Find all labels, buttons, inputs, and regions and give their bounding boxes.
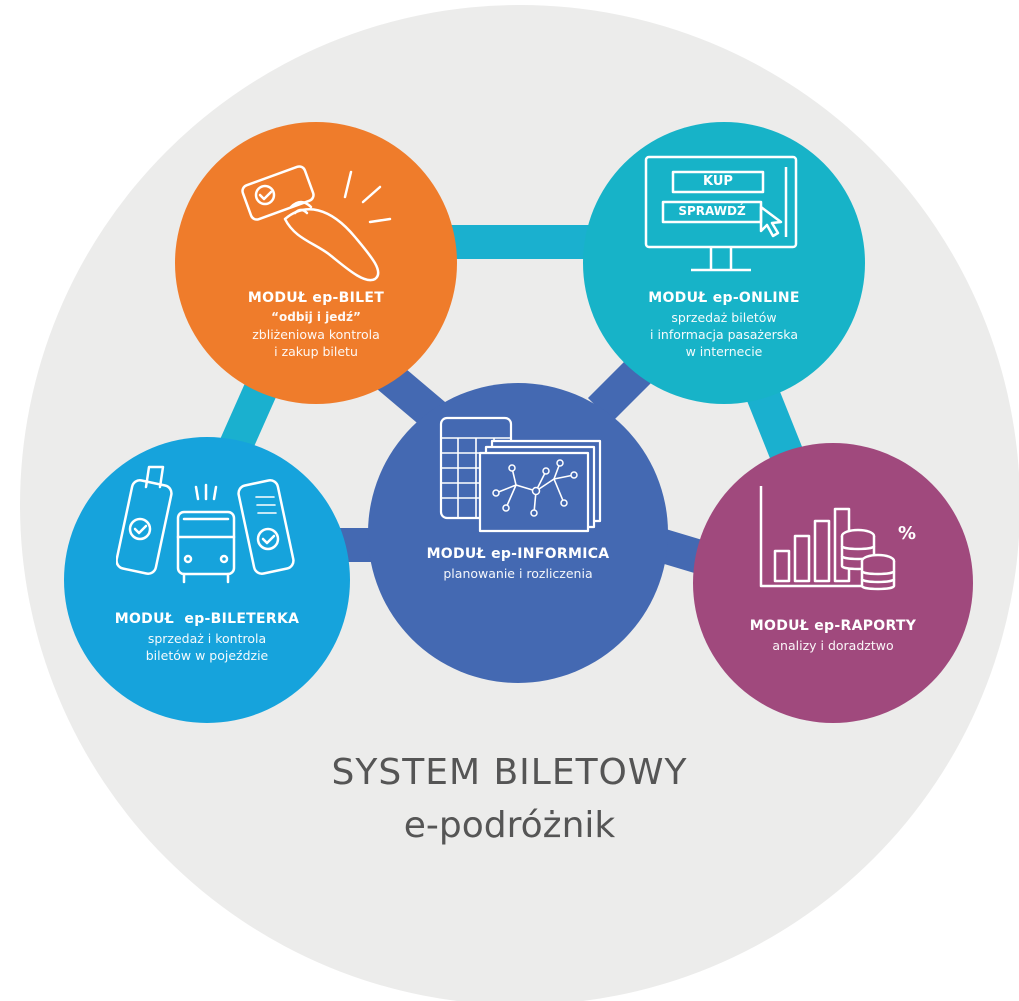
module-bileterka: MODUŁ ep-BILETERKA sprzedaż i kontrola b… [64, 437, 350, 723]
module-bilet-line-2: i zakup biletu [274, 344, 358, 359]
online-kup-button: KUP [703, 174, 733, 189]
module-bilet-line-1: zbliżeniowa kontrola [252, 327, 380, 342]
module-online-line-1: i informacja pasażerska [650, 327, 798, 342]
bar-chart-coins-icon [759, 486, 896, 591]
network-map-icon [439, 416, 602, 533]
module-informica-line-0: planowanie i rozliczenia [443, 566, 593, 581]
module-informica-title: MODUŁ ep-INFORMICA [426, 546, 610, 562]
module-informica: MODUŁ ep-INFORMICA planowanie i rozlicze… [368, 383, 668, 683]
module-raporty: % MODUŁ ep-RAPORTY analizy i doradztwo [693, 443, 973, 723]
module-online-line-0: sprzedaż biletów [671, 310, 777, 325]
module-bileterka-line-0: sprzedaż i kontrola [147, 631, 267, 646]
module-online: KUP SPRAWDŹ MODUŁ ep-ONLINE sprzedaż bil… [583, 122, 865, 404]
bus-terminal-icon [116, 465, 295, 584]
module-bilet-slogan: “odbij i jedź” [271, 310, 361, 324]
online-sprawdz-button: SPRAWDŹ [678, 204, 746, 218]
module-online-title: MODUŁ ep-ONLINE [648, 290, 800, 306]
system-title: SYSTEM BILETOWY [331, 752, 688, 793]
module-bilet: MODUŁ ep-BILET “odbij i jedź” zbliżeniow… [175, 122, 457, 404]
module-raporty-title: MODUŁ ep-RAPORTY [749, 618, 917, 634]
contactless-reader-icon [241, 165, 392, 282]
module-online-line-2: w internecie [685, 344, 763, 359]
system-subtitle: e-podróżnik [403, 805, 616, 846]
module-raporty-line-0: analizy i doradztwo [772, 638, 894, 653]
module-bileterka-line-1: biletów w pojeździe [145, 648, 269, 663]
web-browser-icon [644, 155, 798, 272]
module-bileterka-title: MODUŁ ep-BILETERKA [114, 611, 300, 627]
raporty-percent-symbol: % [898, 523, 917, 544]
module-bilet-title: MODUŁ ep-BILET [247, 290, 385, 306]
